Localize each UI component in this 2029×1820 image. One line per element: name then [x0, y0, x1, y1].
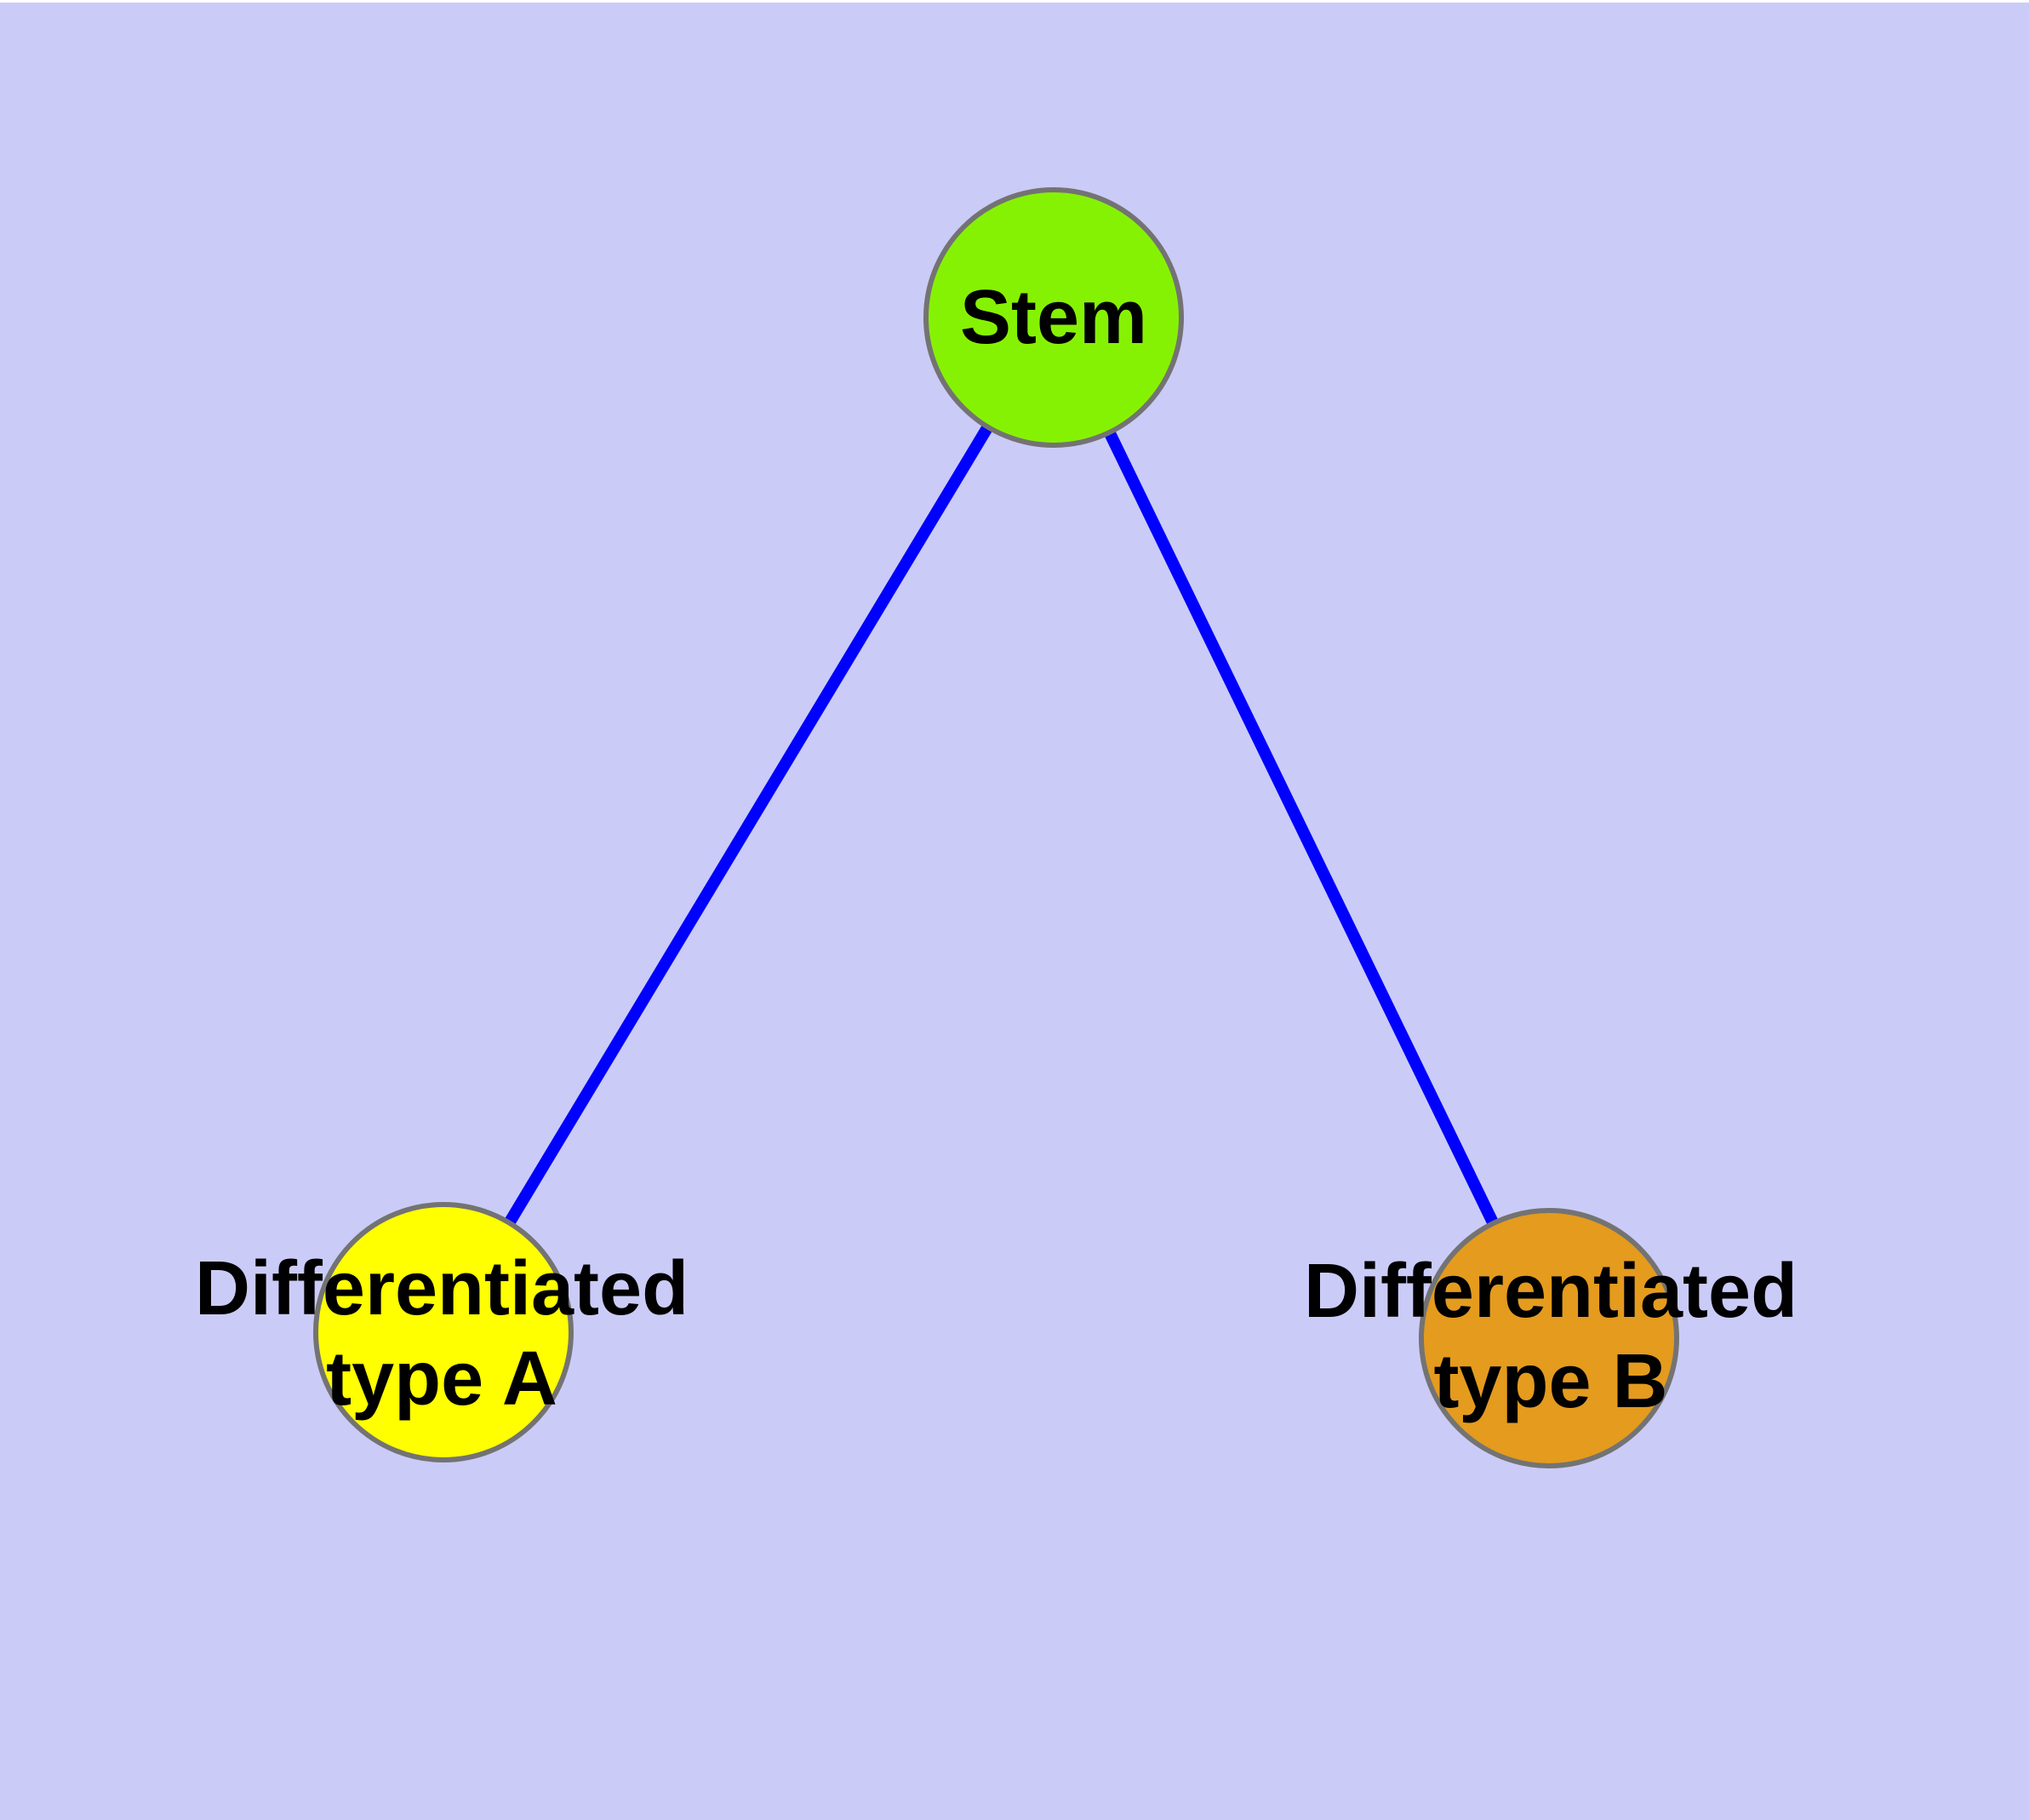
edge-stem-to-type-b [1048, 314, 1555, 1342]
top-margin-strip [0, 0, 2029, 3]
edge-stem-to-type-a [438, 314, 1059, 1336]
stem-node-circle [923, 187, 1184, 448]
type-b-node-circle [1419, 1208, 1679, 1468]
type-a-node-circle [313, 1202, 574, 1462]
